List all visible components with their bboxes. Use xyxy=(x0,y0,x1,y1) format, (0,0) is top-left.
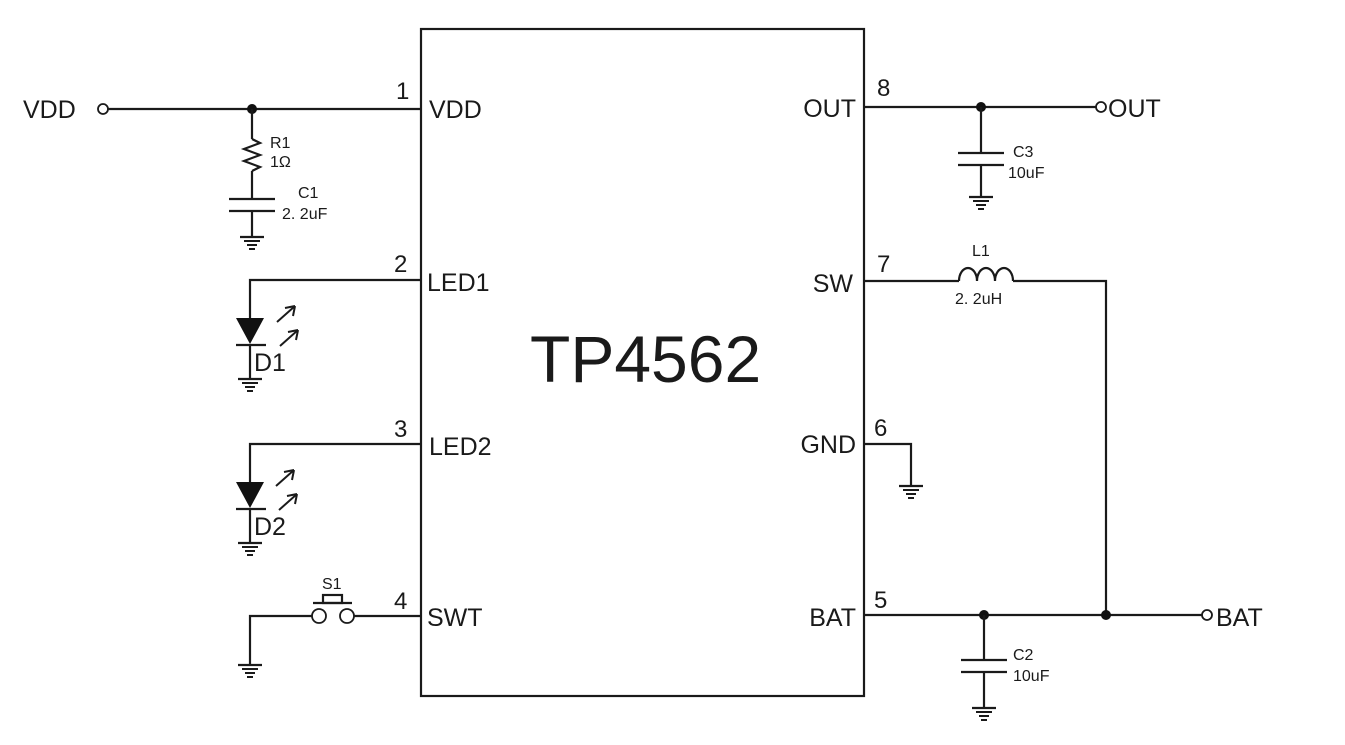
s1-contact-right xyxy=(339,608,355,624)
gnd-wire xyxy=(864,442,913,486)
c1-value: 2. 2uF xyxy=(282,206,328,223)
bat-junction-l1 xyxy=(1101,610,1111,620)
pin3-name: LED2 xyxy=(429,433,492,461)
pin3-number: 3 xyxy=(394,416,407,443)
c2-ground-icon xyxy=(970,706,998,722)
pin4-number: 4 xyxy=(394,588,407,615)
c2-ref: C2 xyxy=(1013,647,1034,664)
d2-diode-icon xyxy=(236,482,264,508)
pin2-name: LED1 xyxy=(427,269,490,297)
l1-ref: L1 xyxy=(972,243,990,260)
led2-wire xyxy=(248,442,421,482)
ic-title: TP4562 xyxy=(530,322,761,396)
c3-ref: C3 xyxy=(1013,144,1034,161)
vdd-terminal-label: VDD xyxy=(23,96,76,124)
l1-to-bat-wire xyxy=(1013,279,1108,615)
d1-ref: D1 xyxy=(254,349,286,377)
d1-light-arrow-icon xyxy=(279,329,299,347)
d2-ref: D2 xyxy=(254,513,286,541)
c2-value: 10uF xyxy=(1013,668,1050,685)
out-terminal xyxy=(1095,101,1107,113)
c3-ground-icon xyxy=(967,195,995,211)
bat-terminal xyxy=(1201,609,1213,621)
led1-wire xyxy=(248,278,421,318)
r1-resistor xyxy=(240,138,264,172)
s1-button-cap xyxy=(321,593,344,605)
swt-ground-wire xyxy=(248,614,312,665)
s1-ref: S1 xyxy=(322,576,342,593)
out-terminal-label: OUT xyxy=(1108,95,1161,123)
d2-ground-icon xyxy=(236,541,264,557)
pin4-name: SWT xyxy=(427,604,483,632)
pin8-number: 8 xyxy=(877,75,890,102)
pin6-number: 6 xyxy=(874,415,887,442)
pin1-number: 1 xyxy=(396,78,409,105)
pin7-name: SW xyxy=(813,270,854,298)
c1-ground-icon xyxy=(238,235,266,251)
l1-value: 2. 2uH xyxy=(955,291,1002,308)
s1-contact-left xyxy=(311,608,327,624)
d2-light-arrow-icon xyxy=(275,469,295,487)
d1-diode-icon xyxy=(236,318,264,344)
c1-ref: C1 xyxy=(298,185,319,202)
gnd-pin-ground-icon xyxy=(897,484,925,500)
pin2-number: 2 xyxy=(394,251,407,278)
c3-value: 10uF xyxy=(1008,165,1045,182)
s1-ground-icon xyxy=(236,663,264,679)
d1-light-arrow-icon xyxy=(276,305,296,323)
ic-body xyxy=(419,27,866,698)
d1-ground-icon xyxy=(236,377,264,393)
pin6-name: GND xyxy=(800,431,856,459)
pin8-name: OUT xyxy=(803,95,856,123)
pin1-name: VDD xyxy=(429,96,482,124)
d2-light-arrow-icon xyxy=(278,493,298,511)
r1-value: 1Ω xyxy=(270,154,291,171)
r1-ref: R1 xyxy=(270,135,291,152)
pin5-name: BAT xyxy=(809,604,856,632)
l1-inductor xyxy=(957,266,1015,282)
pin7-number: 7 xyxy=(877,251,890,278)
bat-terminal-label: BAT xyxy=(1216,604,1263,632)
pin5-number: 5 xyxy=(874,587,887,614)
vdd-terminal xyxy=(97,103,109,115)
